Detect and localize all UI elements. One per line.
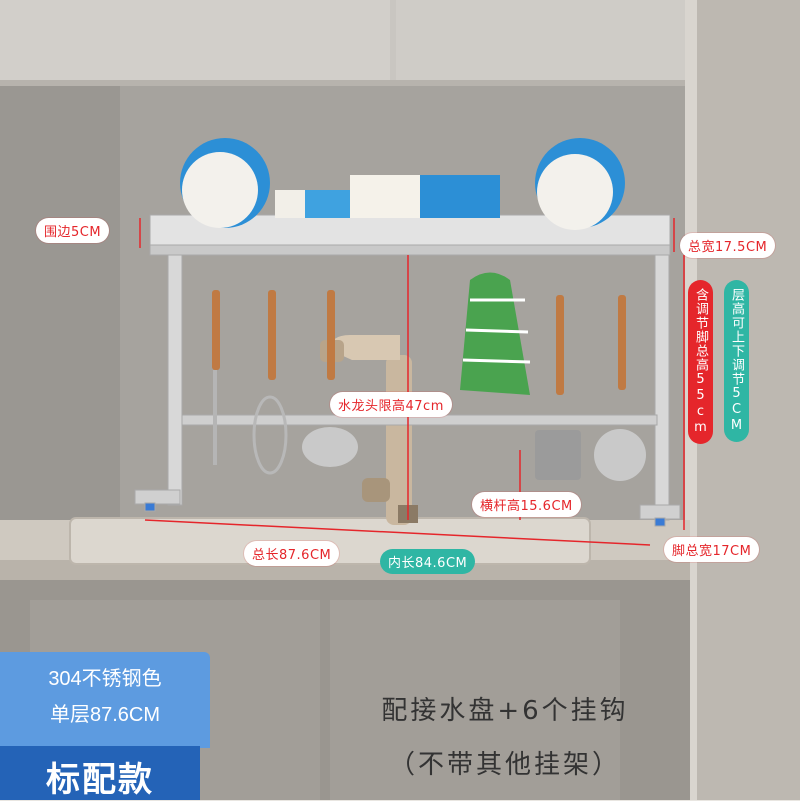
inner-length-label: 内长84.6CM [380, 549, 476, 574]
edition-label: 标配款 [46, 760, 154, 800]
plates [180, 138, 625, 230]
towel [460, 272, 531, 395]
size-label: 单层87.6CM [49, 704, 161, 726]
product-badge: 304不锈钢色 单层87.6CM 标配款 [0, 652, 210, 800]
promo-line-1: 配接水盘+6个挂钩 [381, 696, 629, 726]
promo-line-2: （不带其他挂架） [388, 750, 621, 780]
total-length-label: 总长87.6CM [244, 541, 340, 566]
crossbar-height-label: 横杆高15.6CM [472, 492, 581, 517]
side-rim-label: 围边5CM [36, 218, 110, 243]
foot-width-label: 脚总宽17CM [664, 537, 760, 562]
dish-rack [134, 214, 681, 527]
material-label: 304不锈钢色 [48, 668, 162, 690]
total-width-label: 总宽17.5CM [680, 233, 776, 258]
hanging-utensils [212, 290, 646, 481]
layer-height-label: 层高可上下调节5CM [724, 280, 749, 442]
dimension-lines [139, 218, 685, 546]
faucet-limit-label: 水龙头限高47cm [330, 392, 452, 417]
adjustable-height-label: 含调节脚总高55cm [688, 280, 713, 444]
